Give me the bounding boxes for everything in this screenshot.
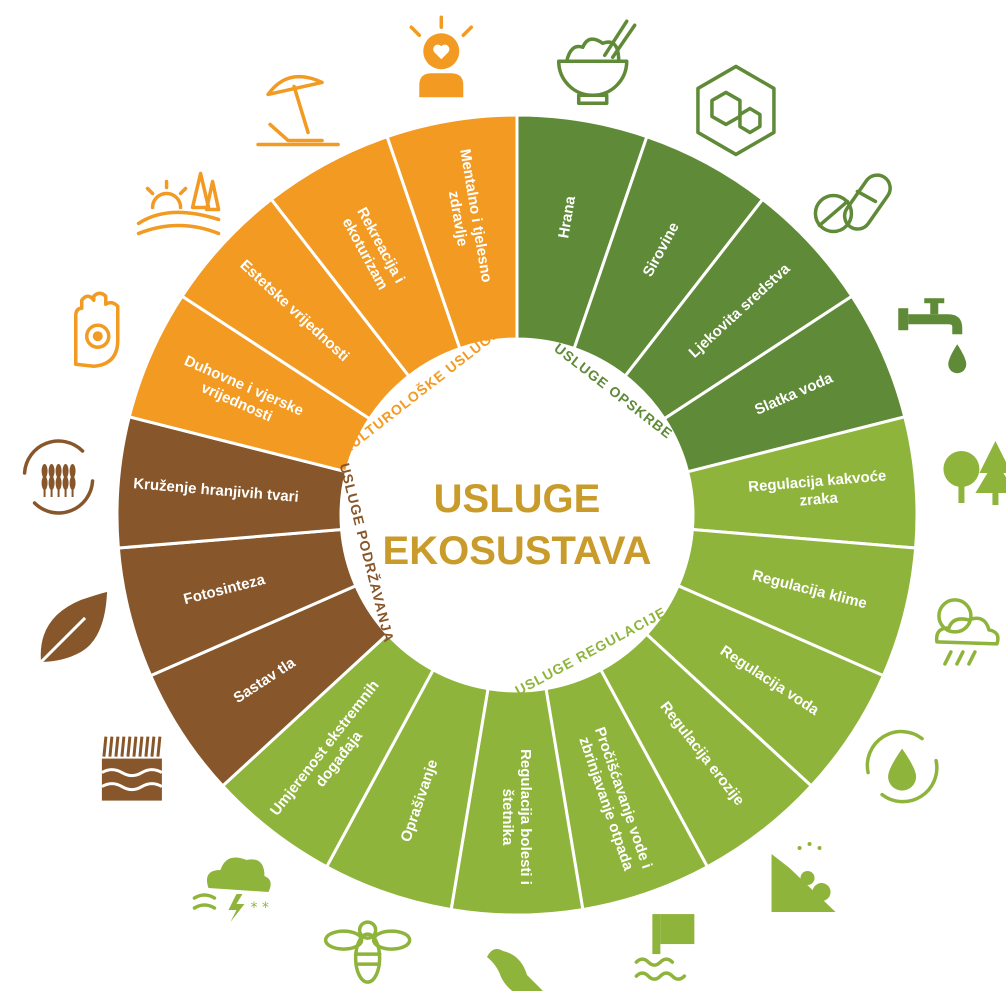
storm-cloud-icon: * *	[192, 857, 271, 923]
food-bowl-icon	[556, 19, 637, 106]
landscape-sun-icon	[136, 171, 221, 236]
leaf-icon	[32, 591, 108, 671]
center-title-line1: USLUGE	[434, 477, 601, 521]
center-title-line2: EKOSUSTAVA	[383, 529, 652, 573]
icons-layer: * *	[22, 15, 1006, 991]
water-treatment-pipe-icon	[634, 914, 695, 981]
mental-health-person-icon	[409, 15, 474, 98]
water-tap-icon	[898, 298, 967, 374]
svg-text:* *: * *	[250, 900, 268, 916]
segment-label-10: Regulacija bolesti ištetnika	[499, 749, 534, 885]
segments-layer	[115, 113, 919, 917]
soil-layers-icon	[101, 736, 163, 801]
spiritual-hand-icon	[73, 291, 120, 368]
weather-sun-cloud-rain-icon	[934, 598, 1000, 666]
center-disc	[341, 339, 693, 691]
trees-icon	[943, 441, 1006, 506]
segment-label-1: Hrana	[555, 194, 579, 239]
bee-icon	[323, 920, 412, 984]
nutrient-cycle-wheat-icon	[22, 439, 95, 515]
water-cycle-icon	[865, 729, 939, 804]
beach-umbrella-icon	[256, 74, 340, 147]
bird-icon	[487, 949, 543, 991]
erosion-slope-icon	[771, 842, 836, 913]
segment-label-line: Regulacija bolesti i	[517, 749, 534, 885]
segment-label-line: Hrana	[555, 194, 579, 239]
segment-label-line: štetnika	[499, 789, 516, 846]
medicine-pills-icon	[813, 173, 892, 234]
raw-materials-hexagon-icon	[696, 64, 776, 157]
segment-label-line: zraka	[799, 489, 839, 509]
